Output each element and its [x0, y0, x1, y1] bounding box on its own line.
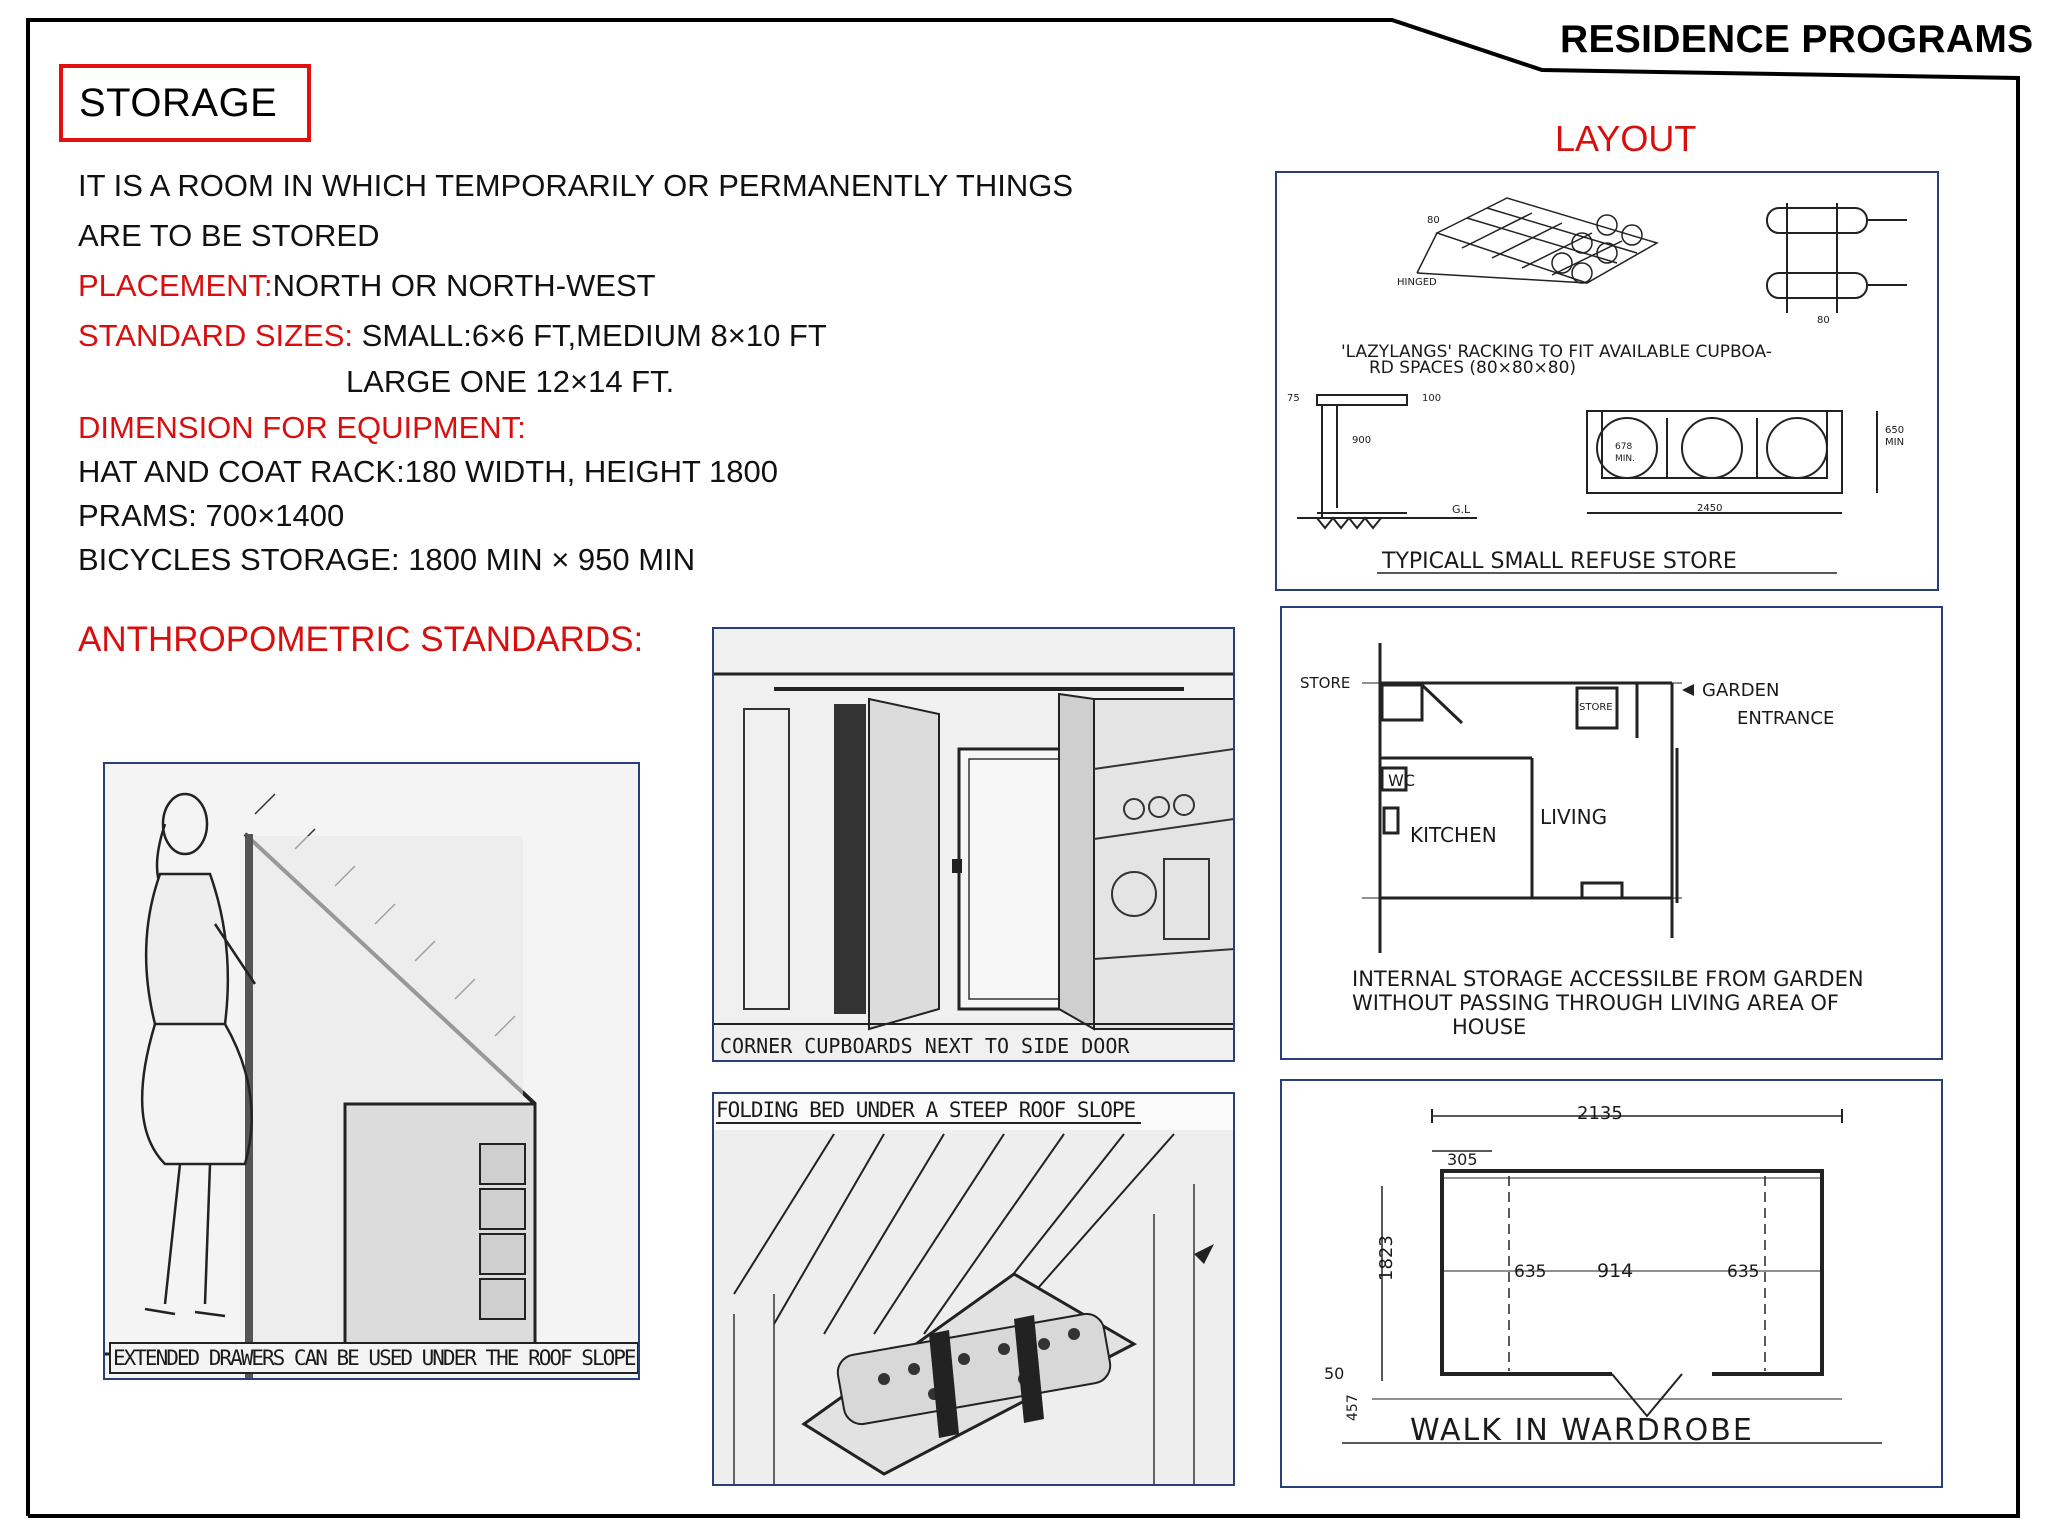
- attic-drawers-drawing: [105, 764, 638, 1378]
- layout-racking-refuse: HINGED 80 80 'LAZYLANGS' RACKING TO FIT …: [1275, 171, 1939, 591]
- definition-line-1: IT IS A ROOM IN WHICH TEMPORARILY OR PER…: [78, 168, 1074, 203]
- house-plan-drawing: STORE STORE GARDEN ENTRANCE WC KITCHEN L…: [1282, 608, 1941, 1058]
- refuse-min2-label: MIN: [1885, 437, 1904, 448]
- plan-caption-3: HOUSE: [1452, 1015, 1526, 1039]
- page-title: RESIDENCE PROGRAMS: [1560, 18, 2034, 61]
- wardrobe-dim-457: 457: [1345, 1394, 1361, 1421]
- placement-row: PLACEMENT:NORTH OR NORTH-WEST: [78, 268, 656, 304]
- refuse-gl-label: G.L: [1452, 503, 1471, 516]
- layout-house-plan: STORE STORE GARDEN ENTRANCE WC KITCHEN L…: [1280, 606, 1943, 1060]
- placement-label: PLACEMENT:: [78, 268, 273, 303]
- anthropometric-title: ANTHROPOMETRIC STANDARDS:: [78, 620, 644, 659]
- refuse-dim-100: 100: [1422, 393, 1441, 404]
- equipment-item-3: BICYCLES STORAGE: 1800 MIN × 950 MIN: [78, 542, 696, 577]
- sketch-corner-cupboards: CORNER CUPBOARDS NEXT TO SIDE DOOR: [712, 627, 1235, 1062]
- racking-caption-1: 'LAZYLANGS' RACKING TO FIT AVAILABLE CUP…: [1341, 342, 1772, 362]
- standard-sizes-value-1: SMALL:6×6 FT,MEDIUM 8×10 FT: [361, 318, 827, 353]
- racking-hinged-label: HINGED: [1397, 277, 1437, 288]
- corner-cupboards-drawing: [714, 629, 1233, 1060]
- equipment-label: DIMENSION FOR EQUIPMENT:: [78, 410, 526, 445]
- section-title-box: STORAGE: [59, 64, 311, 142]
- plan-kitchen-label: KITCHEN: [1410, 823, 1497, 847]
- refuse-dim-900: 900: [1352, 435, 1371, 446]
- attic-drawers-caption: EXTENDED DRAWERS CAN BE USED UNDER THE R…: [109, 1342, 638, 1374]
- plan-caption-2: WITHOUT PASSING THROUGH LIVING AREA OF: [1352, 991, 1839, 1015]
- plan-wc-label: WC: [1388, 771, 1415, 790]
- placement-value: NORTH OR NORTH-WEST: [272, 268, 656, 303]
- wardrobe-dim-635b: 635: [1727, 1262, 1759, 1282]
- plan-entrance-label: ENTRANCE: [1737, 708, 1834, 729]
- folding-bed-drawing: [714, 1130, 1233, 1484]
- plan-garden-label: GARDEN: [1702, 680, 1779, 701]
- wardrobe-drawing: 2135 305 1823 635 914 635 50 457 WALK IN…: [1282, 1081, 1941, 1486]
- refuse-dim-2450: 2450: [1697, 503, 1722, 514]
- refuse-min-label: MIN.: [1615, 454, 1635, 464]
- refuse-caption: TYPICALL SMALL REFUSE STORE: [1381, 549, 1737, 574]
- standard-sizes-value-2: LARGE ONE 12×14 FT.: [346, 364, 675, 399]
- corner-cupboards-caption: CORNER CUPBOARDS NEXT TO SIDE DOOR: [720, 1034, 1130, 1058]
- section-title: STORAGE: [79, 80, 278, 125]
- folding-bed-caption: FOLDING BED UNDER A STEEP ROOF SLOPE: [716, 1098, 1142, 1124]
- standard-sizes-label: STANDARD SIZES:: [78, 318, 362, 353]
- plan-caption-1: INTERNAL STORAGE ACCESSILBE FROM GARDEN: [1352, 967, 1864, 991]
- plan-store-box-label: STORE: [1579, 702, 1613, 713]
- refuse-dim-75: 75: [1287, 393, 1300, 404]
- racking-dim-80a: 80: [1427, 215, 1440, 226]
- equipment-item-2: PRAMS: 700×1400: [78, 498, 345, 533]
- layout-walk-in-wardrobe: 2135 305 1823 635 914 635 50 457 WALK IN…: [1280, 1079, 1943, 1488]
- definition-line-2: ARE TO BE STORED: [78, 218, 380, 253]
- plan-living-label: LIVING: [1540, 805, 1607, 829]
- layout-title: LAYOUT: [1555, 118, 1697, 159]
- sketch-attic-drawers: EXTENDED DRAWERS CAN BE USED UNDER THE R…: [103, 762, 640, 1380]
- refuse-dim-650: 650: [1885, 425, 1904, 436]
- refuse-dim-678: 678: [1615, 442, 1632, 452]
- wardrobe-caption: WALK IN WARDROBE: [1410, 1413, 1754, 1448]
- plan-store-label: STORE: [1300, 674, 1350, 692]
- wardrobe-dim-914: 914: [1597, 1260, 1633, 1282]
- racking-refuse-drawing: HINGED 80 80 'LAZYLANGS' RACKING TO FIT …: [1277, 173, 1937, 589]
- equipment-item-1: HAT AND COAT RACK:180 WIDTH, HEIGHT 1800: [78, 454, 778, 489]
- sketch-folding-bed: FOLDING BED UNDER A STEEP ROOF SLOPE: [712, 1092, 1235, 1486]
- racking-caption-2: RD SPACES (80×80×80): [1369, 358, 1576, 378]
- wardrobe-dim-1823: 1823: [1376, 1235, 1397, 1281]
- standard-sizes-row: STANDARD SIZES: SMALL:6×6 FT,MEDIUM 8×10…: [78, 318, 827, 354]
- wardrobe-dim-50: 50: [1324, 1364, 1344, 1383]
- wardrobe-dim-2135: 2135: [1577, 1103, 1623, 1124]
- wardrobe-dim-305: 305: [1447, 1150, 1478, 1169]
- racking-dim-80b: 80: [1817, 315, 1830, 326]
- wardrobe-dim-635a: 635: [1514, 1262, 1546, 1282]
